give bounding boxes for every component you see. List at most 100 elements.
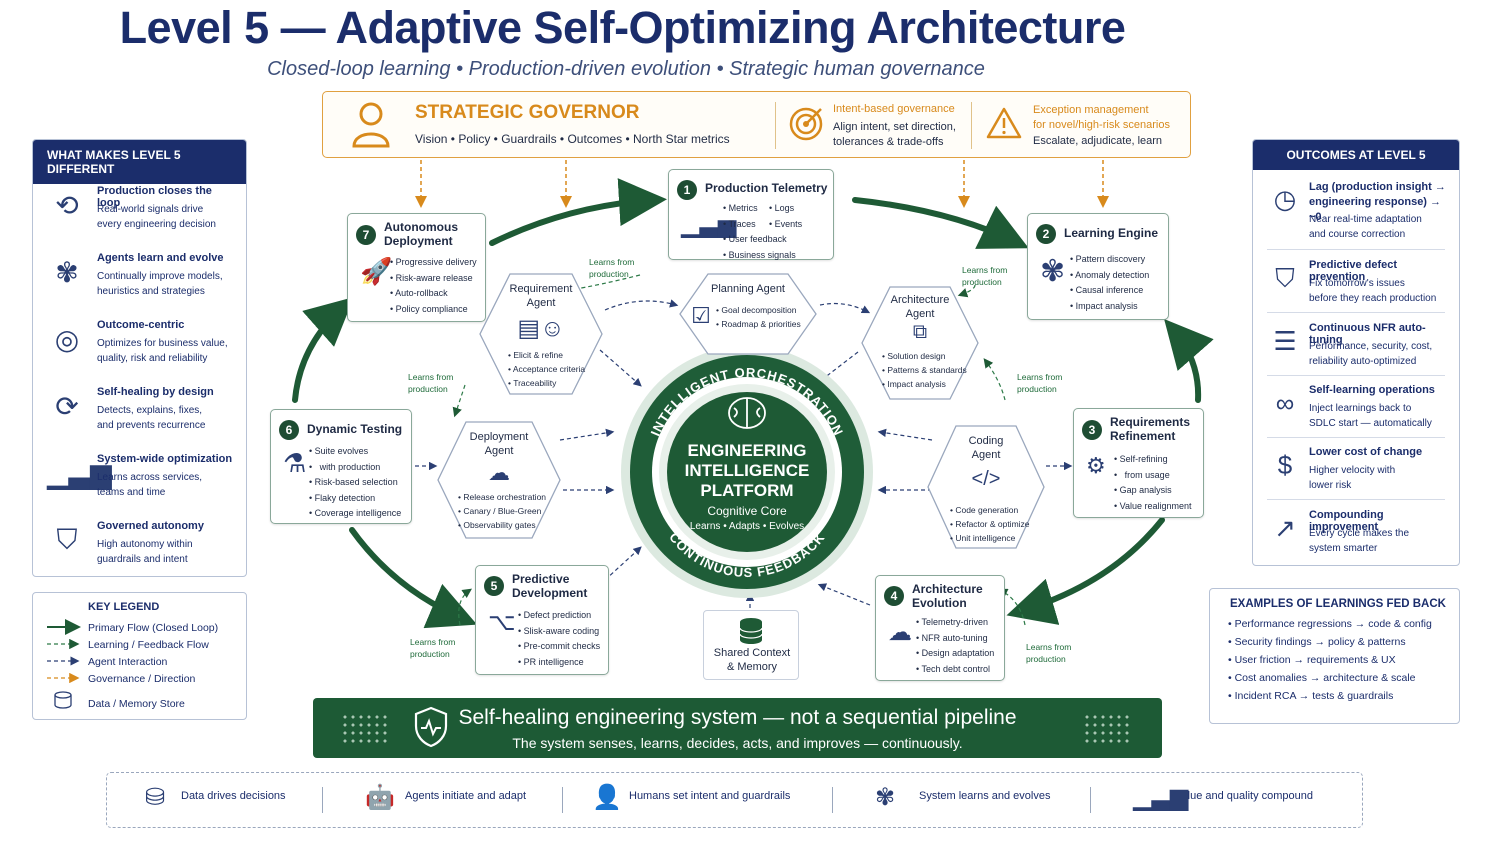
robot-icon: 🤖: [365, 784, 395, 811]
checklist-icon: ☑: [691, 303, 711, 328]
example-item: • Cost anomalies → architecture & scale: [1228, 672, 1416, 684]
core-subtitle: Cognitive Core: [707, 504, 787, 518]
outcome-item-3: ☰ Continuous NFR auto-tuning Performance…: [1263, 322, 1451, 372]
gear-document-icon: ⚙: [1086, 453, 1106, 478]
footer-item-humans: 👤Humans set intent and guardrails: [592, 784, 791, 811]
legend-title: KEY LEGEND: [88, 601, 160, 613]
shield-check-icon: ⛉: [1275, 263, 1295, 293]
outcome-item-4: ∞ Self-learning operations Inject learni…: [1263, 384, 1451, 434]
clipboard-user-icon: ▤☺: [517, 315, 565, 342]
left-item-6: ⛉ Governed autonomy High autonomy within…: [43, 520, 238, 580]
target-icon: [788, 106, 824, 147]
legend-governance: Governance / Direction: [88, 673, 196, 685]
left-panel-header: WHAT MAKES LEVEL 5 DIFFERENT: [33, 140, 246, 184]
bar-chart-icon: ▁▃▆: [47, 458, 112, 489]
outcome-item-1: ◷ Lag (production insight →engineering r…: [1263, 180, 1451, 244]
outcome-item-2: ⛉ Predictive defect prevention Fix tomor…: [1263, 259, 1451, 309]
examples-panel: EXAMPLES OF LEARNINGS FED BACK • Perform…: [1209, 588, 1460, 724]
growth-chart-icon: ↗: [1274, 513, 1296, 543]
primary-loop-arrows: [292, 178, 1214, 629]
footer-strip: ⛁Data drives decisions 🤖Agents initiate …: [106, 772, 1363, 828]
target-icon: ◎: [54, 324, 80, 355]
core-line-3: PLATFORM: [700, 481, 794, 500]
footer-item-value: ▁▃▆Value and quality compound: [1133, 784, 1314, 811]
example-item: • Incident RCA → tests & guardrails: [1228, 690, 1394, 702]
clock-icon: ◷: [1273, 184, 1297, 214]
refresh-icon: ⟳: [55, 391, 79, 422]
cloud-upload-icon: ☁: [488, 460, 510, 485]
database-icon: [737, 617, 765, 650]
growth-chart-icon: ▁▃▆: [1133, 784, 1189, 811]
stage-dynamic-testing: 6 Dynamic Testing ⚗ Suite evolves with p…: [270, 409, 412, 524]
shared-context-memory: Shared Context& Memory: [703, 610, 799, 680]
core-line-2: INTELLIGENCE: [684, 461, 810, 480]
banner-subtitle: The system senses, learns, decides, acts…: [512, 735, 963, 751]
brain-icon: ✾: [55, 257, 79, 288]
core-line-1: ENGINEERING: [687, 441, 807, 460]
left-item-5: ▁▃▆ System-wide optimization Learns acro…: [47, 453, 233, 498]
legend-primary: Primary Flow (Closed Loop): [88, 622, 219, 634]
core-subtitle-2: Learns • Adapts • Evolves: [689, 521, 805, 532]
sliders-icon: ☰: [1273, 326, 1297, 356]
example-item: • Performance regressions → code & confi…: [1228, 618, 1432, 630]
engineering-intelligence-platform: INTELLIGENT ORCHESTRATION CONTINUOUS FEE…: [610, 340, 884, 605]
shield-check-icon: ⛉: [56, 524, 78, 555]
cloud-network-icon: ☁: [888, 619, 912, 646]
legend-symbols: [47, 619, 81, 709]
right-panel: OUTCOMES AT LEVEL 5 ◷ Lag (production in…: [1252, 139, 1460, 566]
example-item: • User friction → requirements & UX: [1228, 654, 1396, 666]
flask-icon: ⚗: [283, 448, 307, 478]
left-item-1: ⟲ Production closes the loop Real-world …: [43, 185, 238, 245]
footer-item-system: ✾System learns and evolves: [875, 784, 1051, 811]
code-branch-icon: ⌥: [488, 609, 516, 636]
brain-icon: ✾: [1040, 255, 1066, 288]
banner-title: Self-healing engineering system — not a …: [458, 706, 1017, 729]
legend-agent: Agent Interaction: [88, 656, 168, 668]
stage-learning-engine: 2 Learning Engine ✾ Pattern discoveryAno…: [1027, 213, 1169, 320]
warning-icon: [986, 106, 1022, 145]
page-title: Level 5 — Adaptive Self-Optimizing Archi…: [119, 2, 1126, 53]
brain-icon: ✾: [875, 784, 896, 811]
left-item-4: ⟳ Self-healing by design Detects, explai…: [43, 386, 238, 446]
example-item: • Security findings → policy & patterns: [1228, 636, 1406, 648]
examples-title: EXAMPLES OF LEARNINGS FED BACK: [1230, 598, 1446, 610]
governance-arrows: [415, 160, 1109, 208]
legend-learning: Learning / Feedback Flow: [88, 639, 209, 651]
outcome-item-5: $ Lower cost of change Higher velocity w…: [1263, 446, 1451, 496]
left-item-2: ✾ Agents learn and evolve Continually im…: [43, 252, 238, 312]
agent-interaction-arrows: [415, 299, 1073, 608]
infinity-icon: ∞: [1275, 388, 1295, 418]
person-icon: 👤: [592, 784, 622, 811]
key-legend: KEY LEGEND Primary Flow (Closed Loop) Le…: [32, 592, 247, 720]
right-panel-header: OUTCOMES AT LEVEL 5: [1253, 140, 1459, 170]
dollar-icon: $: [1277, 450, 1293, 480]
stage-production-telemetry: 1 Production Telemetry ▁▃▅ MetricsTraces…: [668, 169, 834, 260]
footer-item-agents: 🤖Agents initiate and adapt: [365, 784, 527, 811]
footer-item-data: ⛁Data drives decisions: [145, 784, 286, 811]
outcome-item-6: ↗ Compounding improvement Every cycle ma…: [1263, 509, 1451, 559]
brain-icon: [728, 397, 766, 429]
code-icon: </>: [971, 468, 1001, 490]
left-panel: WHAT MAKES LEVEL 5 DIFFERENT ⟲ Productio…: [32, 139, 247, 577]
feedback-loop-icon: ⟲: [55, 190, 79, 221]
planning-agent: Planning Agent ☑ Goal decompositionRoadm…: [678, 272, 818, 356]
person-icon: [351, 100, 391, 158]
governor-subtitle: Vision • Policy • Guardrails • Outcomes …: [415, 132, 730, 146]
page-subtitle: Closed-loop learning • Production-driven…: [267, 58, 985, 80]
shield-heartbeat-icon: [413, 706, 449, 753]
network-icon: ⧉: [912, 321, 928, 343]
